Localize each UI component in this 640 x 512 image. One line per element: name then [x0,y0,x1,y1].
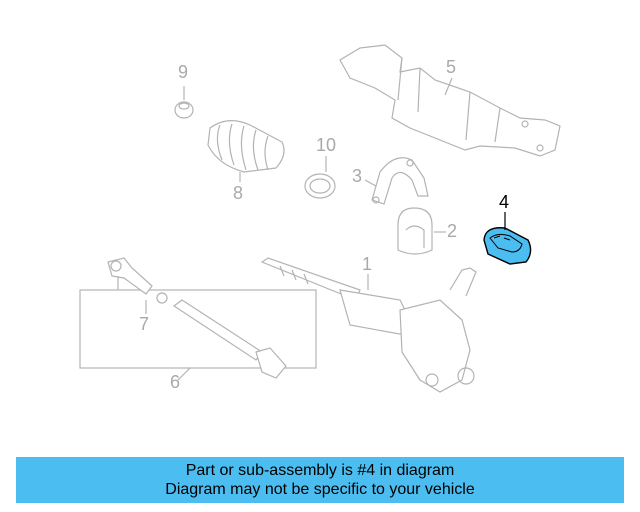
part-10-clamp[interactable] [304,173,336,199]
part-4-mount-highlighted[interactable] [483,227,532,265]
part-8-boot[interactable] [207,120,285,173]
callout-10: 10 [316,135,337,155]
part-6-inner-tie-rod[interactable] [156,292,287,379]
callout-1: 1 [362,254,373,274]
part-9-bushing[interactable] [174,101,194,119]
banner-line-1: Part or sub-assembly is #4 in diagram [185,462,455,479]
parts-diagram [79,44,561,393]
banner-line-2: Diagram may not be specific to your vehi… [165,481,475,498]
callout-4: 4 [499,192,510,212]
part-7-tie-rod-end[interactable] [107,257,153,295]
callout-5: 5 [446,57,457,77]
part-5-crossmember[interactable] [339,44,561,157]
callout-3: 3 [352,166,363,186]
callout-2: 2 [447,221,458,241]
info-banner: Part or sub-assembly is #4 in diagram Di… [16,457,624,503]
part-6-group-box [79,289,317,369]
callout-7: 7 [139,314,150,334]
callout-9: 9 [178,62,189,82]
part-1-steering-rack[interactable] [260,257,477,393]
part-3-bracket[interactable] [371,157,429,205]
part-2-bushing[interactable] [397,207,433,255]
callout-6: 6 [170,372,181,392]
callout-8: 8 [233,183,244,203]
